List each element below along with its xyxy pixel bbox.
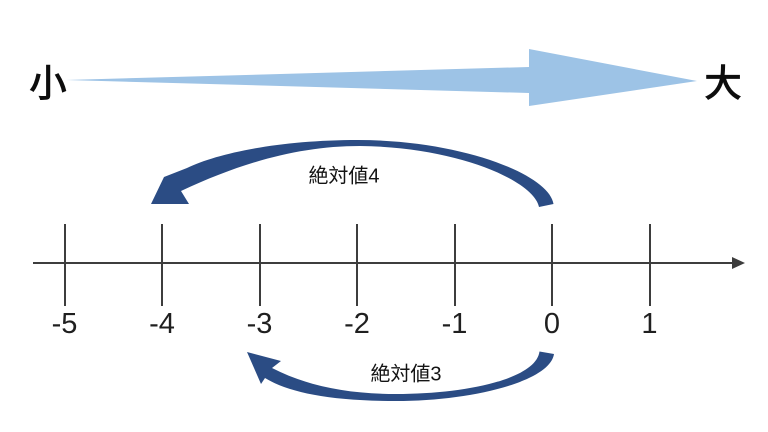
tick-label--3: -3 xyxy=(246,308,273,340)
tick--3 xyxy=(258,224,261,306)
tick--4 xyxy=(161,224,163,306)
tick--2 xyxy=(356,224,358,306)
tick-label--2: -2 xyxy=(344,308,370,340)
tick-label--4: -4 xyxy=(149,308,175,340)
number-line-axis xyxy=(33,257,745,269)
tick-label-0: 0 xyxy=(543,308,561,340)
magnitude-arrow xyxy=(66,49,697,106)
tick-0 xyxy=(551,224,553,306)
tick--1 xyxy=(453,224,456,306)
tick--5 xyxy=(63,224,66,306)
tick-1 xyxy=(648,224,651,306)
large-label: 大 xyxy=(704,63,742,104)
tick-label--1: -1 xyxy=(441,308,468,340)
tick-label-1: 1 xyxy=(641,308,658,340)
abs-value-4-label: 絶対値4 xyxy=(308,165,380,188)
axis-arrowhead-icon xyxy=(732,257,745,269)
abs-value-4-curved-arrow xyxy=(151,140,554,207)
abs-value-3-label: 絶対値3 xyxy=(370,363,442,386)
abs-value-3-curved-arrow xyxy=(247,351,554,401)
tick-label--5: -5 xyxy=(51,308,78,340)
small-label: 小 xyxy=(29,63,67,104)
